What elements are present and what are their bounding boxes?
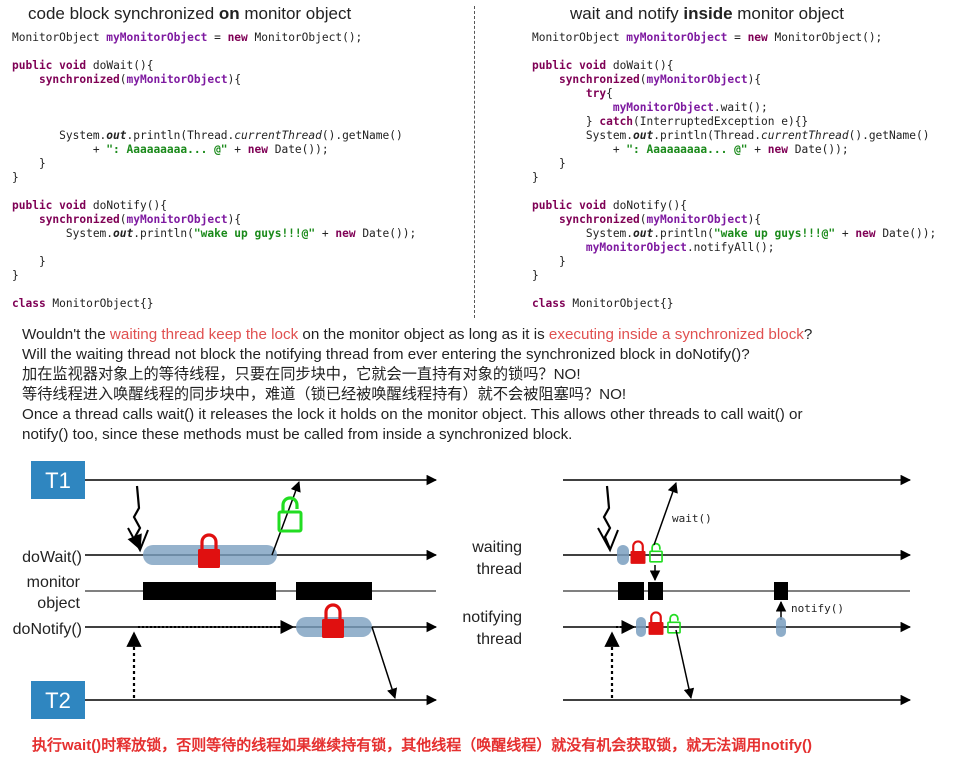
notifying-label-2: thread	[477, 631, 522, 648]
monitor-block-r3	[774, 582, 788, 600]
right-heading: wait and notify inside monitor object	[570, 4, 844, 24]
answer-line-2: notify() too, since these methods must b…	[22, 426, 573, 443]
right-heading-tail: monitor object	[732, 4, 845, 23]
notifying-down-arrow-right	[675, 629, 695, 700]
left-heading: code block synchronized on monitor objec…	[28, 4, 351, 24]
code-line: }	[12, 171, 19, 184]
code-line: synchronized(myMonitorObject){	[38, 213, 242, 226]
code-line: synchronized(myMonitorObject){	[558, 73, 762, 86]
code-line: synchronized(myMonitorObject){	[558, 213, 762, 226]
notifying-sync-pill	[636, 617, 646, 637]
code-line: System.out.println(Thread.currentThread(…	[12, 129, 403, 142]
code-line: }	[532, 157, 566, 170]
notifying-label-1: notifying	[462, 609, 522, 626]
code-line: MonitorObject myMonitorObject = new Moni…	[12, 31, 363, 44]
donotify-lock-icon	[320, 603, 346, 640]
notify-sync-pill	[776, 617, 786, 637]
monitor-label-1: monitor	[27, 574, 81, 591]
highlight-keep-lock: waiting thread keep the lock	[109, 326, 299, 343]
t2-box	[31, 681, 85, 719]
code-line: myMonitorObject.notifyAll();	[585, 241, 775, 254]
code-line: System.out.println("wake up guys!!!@" + …	[532, 227, 937, 240]
question-1: Wouldn't the waiting thread keep the loc…	[22, 326, 813, 343]
code-line: public void doNotify(){	[532, 199, 687, 212]
squiggle-arrowhead-left	[127, 527, 149, 553]
code-line: public void doWait(){	[12, 59, 154, 72]
code-line: System.out.println("wake up guys!!!@" + …	[12, 227, 417, 240]
left-diagram: T1 T2 doWait() monitor object doNotify()	[13, 461, 438, 719]
dowait-lock-icon	[196, 533, 222, 570]
waiting-label-1: waiting	[471, 539, 522, 556]
code-line: }	[532, 171, 539, 184]
t2-label: T2	[45, 688, 71, 713]
notifying-unlock-icon	[667, 613, 681, 634]
code-line: }	[532, 269, 539, 282]
code-line: + ": Aaaaaaaaa... @" + new Date());	[12, 143, 329, 156]
code-line: }	[532, 255, 566, 268]
notify-call-label: notify()	[791, 602, 844, 615]
code-line: }	[12, 157, 46, 170]
right-diagram: waiting thread notifying thread wait() n…	[462, 474, 912, 706]
wait-up-arrow-left	[271, 481, 301, 556]
donotify-label: doNotify()	[13, 621, 82, 638]
code-line: public void doNotify(){	[12, 199, 167, 212]
squiggle-arrowhead-right	[597, 527, 619, 553]
monitor-label-2: object	[37, 595, 80, 612]
waiting-label-2: thread	[477, 561, 522, 578]
code-line: System.out.println(Thread.currentThread(…	[532, 129, 930, 142]
monitor-held-block-2	[296, 582, 372, 600]
footnote: 执行wait()时释放锁，否则等待的线程如果继续持有锁，其他线程（唤醒线程）就没…	[32, 737, 813, 754]
left-heading-bold: on	[218, 4, 240, 23]
code-line: public void doWait(){	[532, 59, 674, 72]
code-line: } catch(InterruptedException e){}	[532, 115, 809, 128]
dowait-label: doWait()	[22, 549, 82, 566]
column-divider	[474, 6, 475, 318]
code-line: }	[12, 269, 19, 282]
wait-call-label: wait()	[672, 512, 712, 525]
code-block-right: MonitorObject myMonitorObject = new Moni…	[532, 31, 936, 311]
notifying-lock-icon	[647, 611, 665, 636]
squiggle-arrow-left	[127, 485, 142, 551]
code-line: try{	[585, 87, 613, 100]
notify-down-arrow-left	[371, 626, 398, 699]
code-block-left: MonitorObject myMonitorObject = new Moni…	[12, 31, 416, 311]
code-line: class MonitorObject{}	[12, 297, 154, 310]
code-line: + ": Aaaaaaaaa... @" + new Date());	[532, 143, 849, 156]
waiting-lock-icon	[629, 540, 647, 565]
chinese-question-2: 等待线程进入唤醒线程的同步块中，难道（锁已经被唤醒线程持有）就不会被阻塞吗？NO…	[22, 386, 627, 403]
explanation-text: Wouldn't the waiting thread keep the loc…	[22, 325, 962, 445]
highlight-executing-inside: executing inside a synchronized block	[548, 326, 804, 343]
monitor-block-r2	[648, 582, 663, 600]
code-line: myMonitorObject.wait();	[612, 101, 768, 114]
squiggle-arrow-right	[602, 485, 612, 550]
code-line: MonitorObject myMonitorObject = new Moni…	[532, 31, 883, 44]
answer-line-1: Once a thread calls wait() it releases t…	[22, 406, 803, 423]
left-heading-tail: monitor object	[239, 4, 352, 23]
code-line: class MonitorObject{}	[532, 297, 674, 310]
monitor-held-block-1	[143, 582, 276, 600]
left-heading-text: code block synchronized	[28, 4, 219, 23]
waiting-unlock-icon	[649, 542, 663, 563]
waiting-sync-pill	[617, 545, 629, 565]
code-line: synchronized(myMonitorObject){	[38, 73, 242, 86]
right-heading-bold: inside	[683, 4, 733, 23]
chinese-question-1: 加在监视器对象上的等待线程，只要在同步块中，它就会一直持有对象的锁吗？NO!	[22, 366, 581, 383]
t1-box	[31, 461, 85, 499]
t1-label: T1	[45, 468, 71, 493]
question-2: Will the waiting thread not block the no…	[22, 346, 750, 363]
wait-up-arrow-right	[653, 482, 678, 546]
right-heading-text: wait and notify	[570, 4, 684, 23]
code-line: }	[12, 255, 46, 268]
monitor-block-r1	[618, 582, 644, 600]
